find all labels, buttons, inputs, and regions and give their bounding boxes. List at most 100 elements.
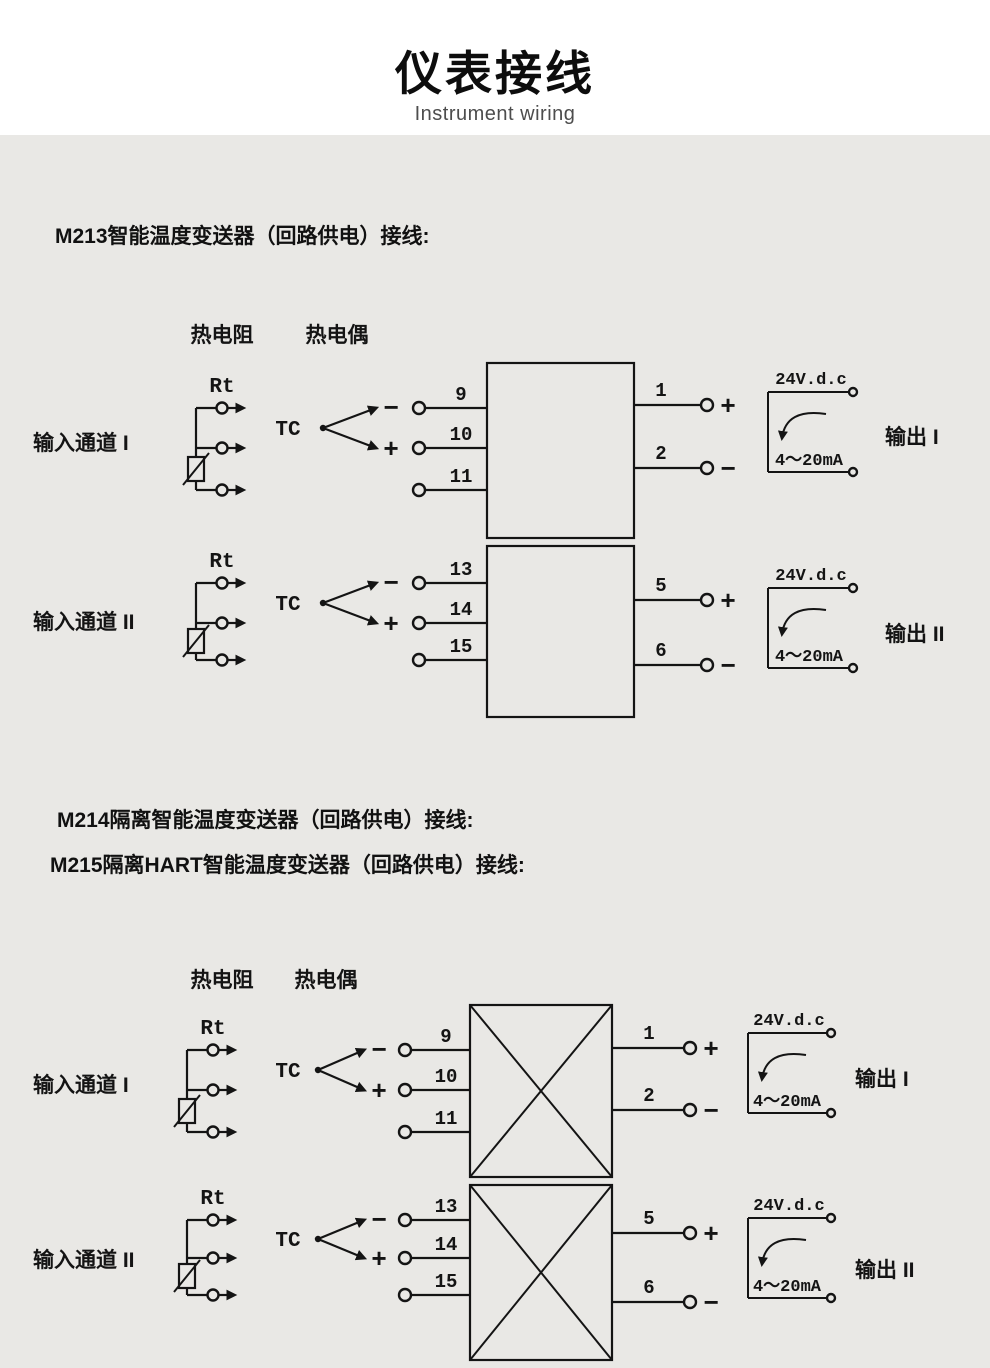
rtd-terminal bbox=[206, 1125, 220, 1139]
rtd-terminal bbox=[215, 576, 229, 590]
output-polarity-minus: − bbox=[703, 1097, 719, 1127]
output-terminal-circle bbox=[699, 397, 715, 413]
tc-label: TC bbox=[275, 419, 301, 442]
output-terminal-number: 1 bbox=[655, 380, 666, 402]
page-title: 仪表接线 bbox=[395, 47, 595, 100]
output-polarity-minus: − bbox=[720, 455, 736, 485]
input-terminal-number: 13 bbox=[435, 1196, 458, 1218]
column-label-tc: 热电偶 bbox=[295, 968, 358, 992]
resistor-diagonal bbox=[182, 452, 210, 486]
supply-voltage-label: 24V.d.c bbox=[753, 1012, 824, 1031]
input-terminal-circle bbox=[397, 1124, 413, 1140]
output-terminal-circle bbox=[682, 1225, 698, 1241]
polarity-plus: + bbox=[371, 1077, 387, 1107]
output-terminal-number: 2 bbox=[643, 1085, 654, 1107]
output-polarity-minus: − bbox=[703, 1289, 719, 1319]
resistor-diagonal bbox=[173, 1094, 201, 1128]
input-terminal-circle bbox=[411, 575, 427, 591]
rtd-terminal bbox=[206, 1288, 220, 1302]
supply-terminal bbox=[825, 1107, 837, 1119]
loop-current-arrow-icon bbox=[777, 608, 827, 637]
tc-branch-wire bbox=[317, 1068, 368, 1092]
output-polarity-plus: + bbox=[720, 587, 736, 617]
input-terminal-number: 9 bbox=[440, 1026, 451, 1048]
polarity-minus: − bbox=[383, 394, 399, 424]
tc-branch-wire bbox=[317, 1217, 368, 1241]
output-terminal-number: 6 bbox=[643, 1277, 654, 1299]
tc-branch-wire bbox=[317, 1237, 368, 1261]
supply-terminal bbox=[847, 662, 859, 674]
output-terminal-number: 2 bbox=[655, 443, 666, 465]
output-polarity-minus: − bbox=[720, 652, 736, 682]
input-terminal-number: 14 bbox=[450, 599, 473, 621]
resistor-diagonal bbox=[173, 1259, 201, 1293]
rt-label: Rt bbox=[209, 551, 234, 574]
supply-terminal bbox=[825, 1292, 837, 1304]
rtd-terminal bbox=[215, 441, 229, 455]
input-terminal-circle bbox=[397, 1287, 413, 1303]
tc-branch-wire bbox=[322, 601, 380, 626]
polarity-plus: + bbox=[371, 1245, 387, 1275]
rt-label: Rt bbox=[200, 1018, 225, 1041]
column-label-tc: 热电偶 bbox=[306, 323, 369, 347]
polarity-minus: − bbox=[371, 1036, 387, 1066]
supply-terminal bbox=[847, 386, 859, 398]
supply-terminal bbox=[825, 1212, 837, 1224]
m213-wiring-diagram: 热电阻热电偶输入通道 IRtTC−+910111+2−24V.d.c4～20mA… bbox=[33, 323, 945, 719]
rtd-terminal bbox=[206, 1043, 220, 1057]
loop-current-arrow-icon bbox=[757, 1053, 807, 1082]
rtd-terminal bbox=[215, 616, 229, 630]
transmitter-box-lower bbox=[468, 1183, 614, 1362]
input-terminal-circle bbox=[411, 652, 427, 668]
current-range-label: 4～20mA bbox=[753, 1093, 822, 1112]
output-terminal-number: 1 bbox=[643, 1023, 654, 1045]
tc-branch-wire bbox=[322, 580, 380, 605]
current-range-label: 4～20mA bbox=[775, 648, 844, 667]
input-terminal-number: 15 bbox=[435, 1271, 458, 1293]
current-range-label: 4～20mA bbox=[775, 452, 844, 471]
input-terminal-circle bbox=[397, 1042, 413, 1058]
input-terminal-number: 10 bbox=[435, 1066, 458, 1088]
output-terminal-number: 5 bbox=[643, 1208, 654, 1230]
input-terminal-number: 11 bbox=[450, 466, 473, 488]
input-terminal-number: 13 bbox=[450, 559, 473, 581]
output-terminal-circle bbox=[682, 1040, 698, 1056]
output-polarity-plus: + bbox=[703, 1035, 719, 1065]
input-terminal-circle bbox=[411, 400, 427, 416]
output-terminal-circle bbox=[699, 592, 715, 608]
supply-voltage-label: 24V.d.c bbox=[775, 371, 846, 390]
tc-label: TC bbox=[275, 1061, 301, 1084]
polarity-minus: − bbox=[371, 1206, 387, 1236]
section-m214-heading: M214隔离智能温度变送器（回路供电）接线: bbox=[57, 809, 474, 832]
section-m215-heading: M215隔离HART智能温度变送器（回路供电）接线: bbox=[50, 854, 525, 877]
supply-voltage-label: 24V.d.c bbox=[775, 567, 846, 586]
tc-branch-wire bbox=[317, 1048, 368, 1072]
output-terminal-circle bbox=[699, 460, 715, 476]
input-channel-label: 输入通道 II bbox=[33, 1248, 135, 1272]
input-channel-label: 输入通道 II bbox=[33, 610, 135, 634]
rtd-terminal bbox=[215, 653, 229, 667]
output-terminal-number: 5 bbox=[655, 575, 666, 597]
page-header: 仪表接线 Instrument wiring bbox=[0, 0, 990, 135]
tc-branch-wire bbox=[322, 405, 380, 430]
polarity-plus: + bbox=[383, 435, 399, 465]
input-terminal-circle bbox=[411, 440, 427, 456]
column-label-rtd: 热电阻 bbox=[191, 968, 254, 992]
rtd-terminal bbox=[206, 1251, 220, 1265]
input-terminal-circle bbox=[397, 1082, 413, 1098]
rtd-terminal bbox=[215, 483, 229, 497]
rtd-terminal bbox=[206, 1213, 220, 1227]
input-terminal-circle bbox=[411, 615, 427, 631]
output-terminal-number: 6 bbox=[655, 640, 666, 662]
output-polarity-plus: + bbox=[720, 392, 736, 422]
rt-label: Rt bbox=[200, 1188, 225, 1211]
loop-current-arrow-icon bbox=[777, 412, 827, 441]
isolation-diagonal bbox=[469, 1184, 613, 1361]
input-terminal-number: 15 bbox=[450, 636, 473, 658]
rtd-terminal bbox=[206, 1083, 220, 1097]
tc-branch-wire bbox=[322, 426, 380, 451]
input-terminal-circle bbox=[397, 1212, 413, 1228]
output-polarity-plus: + bbox=[703, 1220, 719, 1250]
output-terminal-circle bbox=[682, 1102, 698, 1118]
